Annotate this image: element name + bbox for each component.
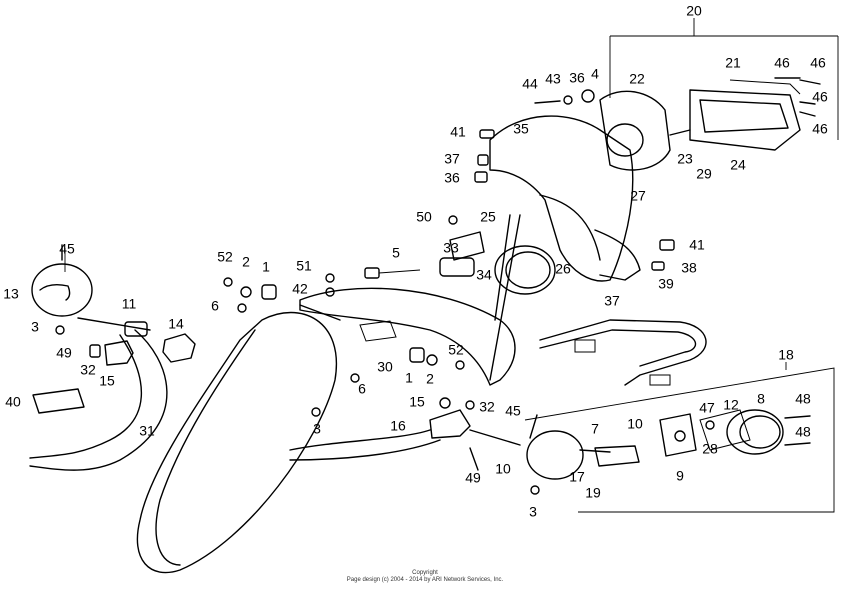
callout-c15a: 15 <box>99 373 115 389</box>
turn-signal-lens-8-12 <box>699 409 784 455</box>
callout-c29: 29 <box>696 166 712 182</box>
callout-c39: 39 <box>658 276 674 292</box>
clamp-14 <box>162 333 196 363</box>
callout-c19: 19 <box>585 485 601 501</box>
hardware <box>55 77 821 495</box>
callout-c31: 31 <box>139 423 155 439</box>
callout-c46b: 46 <box>810 55 826 71</box>
callout-c2b: 2 <box>426 371 434 387</box>
callout-c21: 21 <box>725 55 741 71</box>
copyright-line2: Page design (c) 2004 - 2014 by ARI Netwo… <box>346 577 504 583</box>
rod-25 <box>489 214 521 381</box>
turn-signal-lens-7 <box>526 430 640 480</box>
callout-c3c: 3 <box>529 504 537 520</box>
callout-c1a: 1 <box>262 259 270 275</box>
turn-signal-front-16 <box>289 409 521 461</box>
callout-c36a: 36 <box>569 70 585 86</box>
callout-c37b: 37 <box>604 293 620 309</box>
callout-c14: 14 <box>168 316 184 332</box>
callout-c46a: 46 <box>774 55 790 71</box>
callout-c6b: 6 <box>358 381 366 397</box>
callout-c52b: 52 <box>448 342 464 358</box>
callout-c5: 5 <box>392 245 400 261</box>
callout-c52a: 52 <box>217 249 233 265</box>
callout-c10b: 10 <box>495 461 511 477</box>
callout-c27: 27 <box>630 188 646 204</box>
bracket-33-34 <box>439 231 485 277</box>
group-18-box <box>524 362 835 513</box>
callout-c15b: 15 <box>409 394 425 410</box>
callout-c12: 12 <box>723 397 739 413</box>
callout-c36b: 36 <box>444 170 460 186</box>
bolt-5 <box>364 267 421 279</box>
callout-c22: 22 <box>629 71 645 87</box>
callout-c7: 7 <box>591 421 599 437</box>
turn-signal-housing-9 <box>659 413 697 457</box>
callout-c4: 4 <box>591 66 599 82</box>
callout-c32b: 32 <box>479 399 495 415</box>
front-fender-30 <box>299 287 516 386</box>
callout-c38: 38 <box>681 260 697 276</box>
callout-c2a: 2 <box>242 254 250 270</box>
callout-c47: 47 <box>699 400 715 416</box>
headlight-case-13 <box>31 248 93 317</box>
callout-c37a: 37 <box>444 151 460 167</box>
callout-c35: 35 <box>513 121 529 137</box>
callout-c44: 44 <box>522 76 538 92</box>
front-fender-31 <box>136 304 341 574</box>
callout-c10a: 10 <box>627 416 643 432</box>
callout-c18: 18 <box>778 347 794 363</box>
callout-c26: 26 <box>555 261 571 277</box>
callout-c17: 17 <box>569 469 585 485</box>
taillight-lens-21 <box>689 79 801 151</box>
callout-c28: 28 <box>702 441 718 457</box>
callout-c24: 24 <box>730 157 746 173</box>
callout-c8: 8 <box>757 391 765 407</box>
callout-c20: 20 <box>686 3 702 19</box>
callout-c30: 30 <box>377 359 393 375</box>
callout-c32a: 32 <box>80 362 96 378</box>
callout-c46c: 46 <box>812 89 828 105</box>
headlight-case-35 <box>489 115 641 282</box>
group-20-bracket <box>609 18 839 140</box>
callout-c41b: 41 <box>689 237 705 253</box>
callout-c6a: 6 <box>211 298 219 314</box>
callout-c11: 11 <box>122 296 137 312</box>
callout-c1b: 1 <box>405 370 413 386</box>
callout-c42: 42 <box>292 281 308 297</box>
callout-c51: 51 <box>296 258 312 274</box>
callout-c49a: 49 <box>56 345 72 361</box>
grab-rail-37 <box>539 319 707 386</box>
callout-c33: 33 <box>443 240 459 256</box>
callout-c3a: 3 <box>31 319 39 335</box>
callout-c45a: 45 <box>59 241 75 257</box>
callout-c48a: 48 <box>795 391 811 407</box>
callout-c49b: 49 <box>465 470 481 486</box>
callout-c45b: 45 <box>505 403 521 419</box>
callout-c9: 9 <box>676 468 684 484</box>
callout-c25: 25 <box>480 209 496 225</box>
callout-c48b: 48 <box>795 424 811 440</box>
ring-26 <box>494 245 556 295</box>
callout-c43: 43 <box>545 71 561 87</box>
callout-c46d: 46 <box>812 121 828 137</box>
callout-c40: 40 <box>5 394 21 410</box>
label-40 <box>32 388 85 414</box>
callout-c34: 34 <box>476 267 492 283</box>
speedometer-cable-11 <box>29 317 168 471</box>
clamp-15-32 <box>89 340 134 366</box>
callout-c3b: 3 <box>313 421 321 437</box>
callout-c50: 50 <box>416 209 432 225</box>
callout-c23: 23 <box>677 151 693 167</box>
callout-c13: 13 <box>3 286 19 302</box>
taillight-base-22 <box>599 90 691 171</box>
callout-c41a: 41 <box>450 124 466 140</box>
callout-c16: 16 <box>390 418 406 434</box>
copyright-line1: Copyright <box>412 570 438 576</box>
